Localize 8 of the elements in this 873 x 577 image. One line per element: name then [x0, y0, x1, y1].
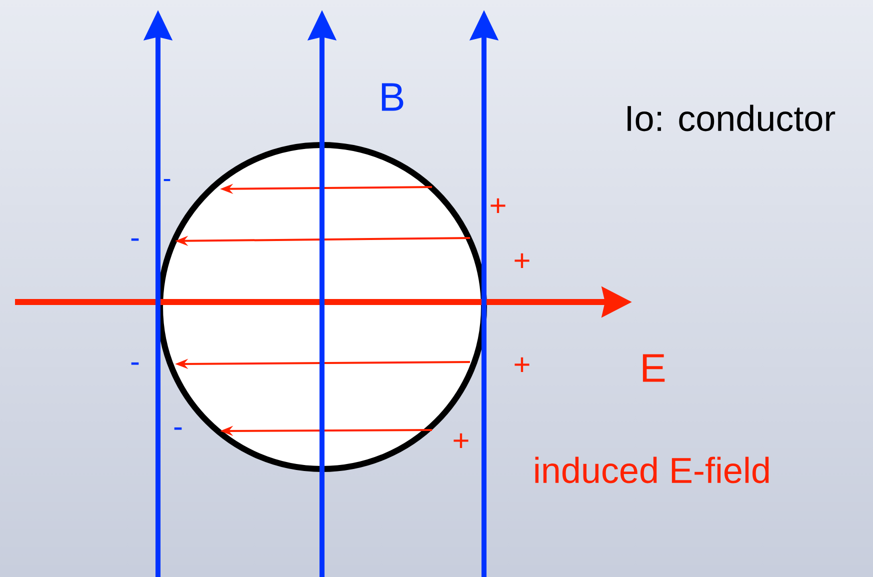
field-label: induced E-field [535, 456, 769, 484]
charge-sign: + [514, 357, 530, 372]
charge-sign: - [174, 427, 182, 430]
field-label: E [642, 354, 665, 382]
charge-sign: - [164, 179, 170, 182]
charge-sign: + [514, 253, 530, 268]
body-label: Io: conductor [628, 104, 836, 132]
charge-sign: + [454, 433, 468, 448]
